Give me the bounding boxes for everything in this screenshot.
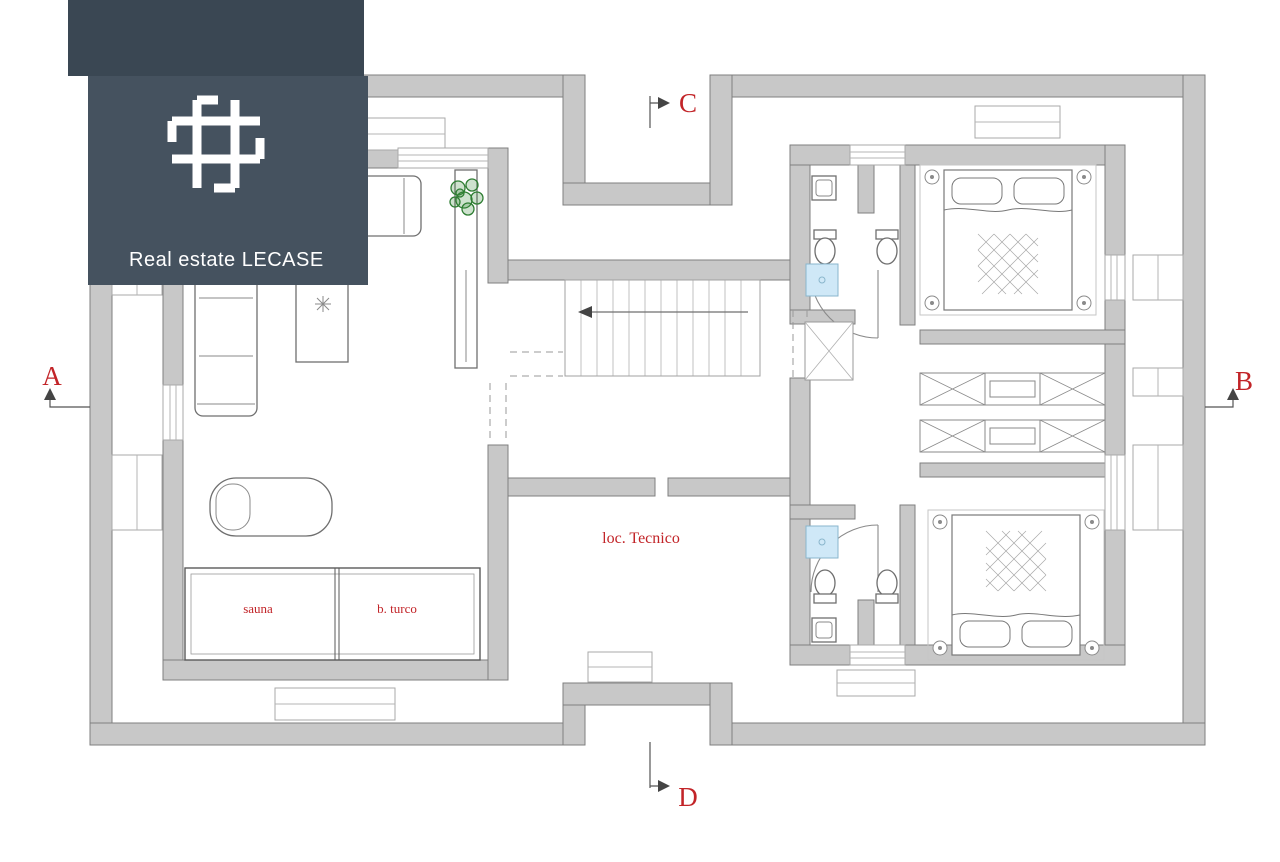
section-marker-b: B — [1205, 366, 1253, 408]
section-marker-c: C — [649, 88, 697, 128]
chaise-lounge — [209, 477, 333, 537]
bidet — [875, 569, 899, 604]
watermark: Real estate LECASE — [68, 0, 368, 285]
window-sill — [1132, 367, 1184, 397]
window-sill — [111, 454, 163, 531]
window — [1104, 254, 1126, 301]
stair-direction-arrow — [578, 306, 592, 318]
arrow-up-icon — [44, 388, 56, 400]
window-sill — [364, 117, 446, 151]
plant — [449, 178, 484, 216]
toilet — [813, 229, 837, 265]
arrow-up-icon — [1227, 388, 1239, 400]
window-sill — [587, 651, 653, 683]
bathroom-top — [805, 175, 899, 297]
shower — [805, 263, 839, 297]
sideboard — [454, 169, 478, 369]
wardrobe-row — [919, 419, 1106, 453]
dashed-opening-lines — [489, 310, 808, 443]
window-sill — [1132, 444, 1184, 531]
window — [849, 644, 906, 666]
wellness-rooms: sauna b. turco — [184, 567, 481, 661]
bed-top — [919, 164, 1097, 316]
sink — [811, 617, 837, 643]
section-marker-d: D — [649, 742, 698, 812]
section-letter-c: C — [679, 88, 697, 118]
window — [1104, 454, 1126, 531]
window-sill — [974, 105, 1061, 139]
brand-text: Real estate LECASE — [129, 249, 324, 271]
room-label-turkish-bath: b. turco — [377, 601, 417, 616]
window-sill — [1132, 254, 1184, 301]
section-letter-b: B — [1235, 366, 1253, 396]
closet-box — [804, 321, 854, 381]
room-label-sauna: sauna — [243, 601, 273, 616]
lecase-meander-logo-icon — [167, 95, 265, 193]
toilet — [813, 569, 837, 604]
sink — [811, 175, 837, 201]
watermark-band-main — [88, 76, 368, 285]
room-label-loc-tecnico: loc. Tecnico — [602, 530, 680, 547]
outer-walls — [89, 74, 1206, 746]
arrow-right-icon — [658, 97, 670, 109]
section-letter-a: A — [42, 361, 62, 391]
window-sill — [274, 687, 396, 721]
bed-bottom — [927, 509, 1105, 661]
arrow-right-icon — [658, 780, 670, 792]
bidet — [875, 229, 899, 265]
watermark-band-top — [68, 0, 364, 76]
section-letter-d: D — [678, 782, 698, 812]
window-sill — [836, 669, 916, 697]
window — [397, 147, 489, 169]
wardrobes — [919, 372, 1106, 453]
window — [162, 384, 184, 441]
shower — [805, 525, 839, 559]
window — [849, 144, 906, 166]
staircase — [564, 279, 761, 377]
section-marker-a: A — [42, 361, 90, 408]
bathroom-bottom — [805, 525, 899, 643]
wardrobe-row — [919, 372, 1106, 406]
